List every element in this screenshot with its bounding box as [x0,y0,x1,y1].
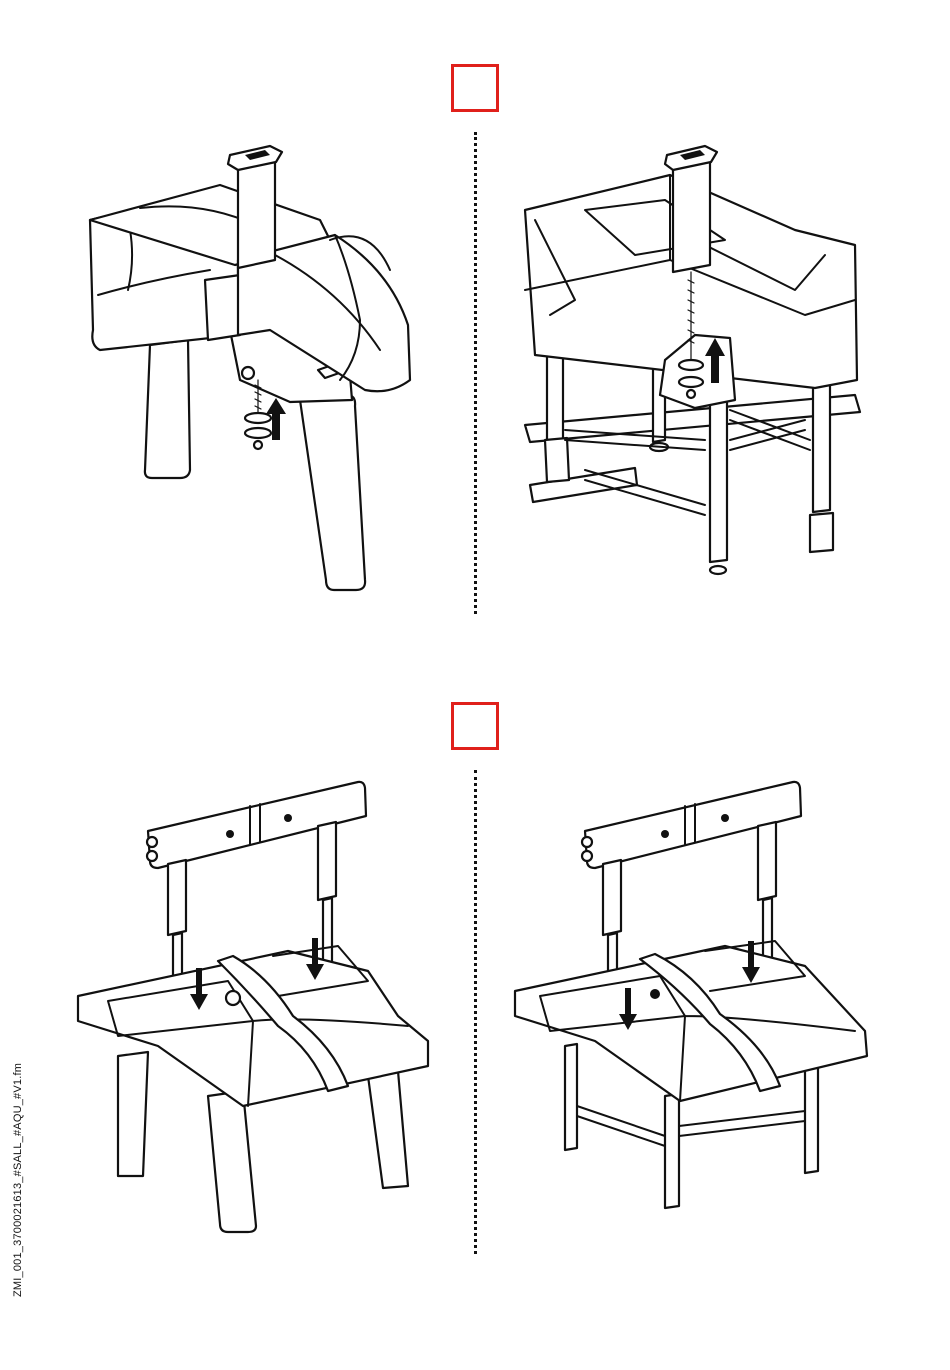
illustration-steel-frame-leg [525,140,865,580]
divider-top [474,132,477,614]
step-marker-2 [451,702,499,750]
step-marker-1 [451,64,499,112]
illustration-plastic-sink-leg [90,140,420,600]
illustration-steel-frame-backrail [515,776,875,1216]
illustration-plastic-sink-backrail [78,776,448,1236]
document-code: ZMI_001_3700021613_#SALL_#AQU_#V1.fm [12,1067,26,1297]
divider-bottom [474,770,477,1254]
